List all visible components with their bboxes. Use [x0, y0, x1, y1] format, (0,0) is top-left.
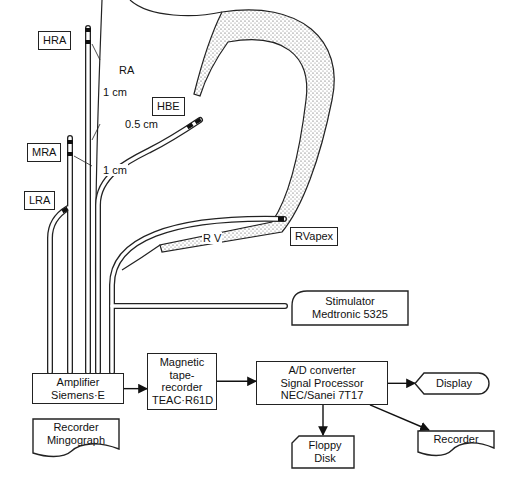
node-text: HRA — [43, 34, 66, 47]
display-symbol: Display — [414, 372, 490, 395]
amplifier-box: AmplifierSiemens·E — [32, 373, 124, 404]
electrode-label: HRA — [38, 31, 71, 50]
signal-arrow — [388, 383, 415, 384]
electrode-label: MRA — [27, 143, 61, 162]
catheters — [50, 28, 285, 372]
node-text: Recorder — [421, 433, 491, 446]
node-text: Amplifier — [37, 376, 119, 389]
electrode-label: HBE — [152, 97, 185, 116]
node-text: Medtronic 5325 — [297, 308, 403, 321]
electrode-label: RVapex — [290, 227, 338, 246]
dimension-label: 1 cm — [102, 164, 128, 176]
node-text: A/D converter — [261, 364, 383, 377]
chamber-label: R V — [202, 232, 222, 244]
processor-box: A/D converterSignal ProcessorNEC/Sanei 7… — [256, 361, 388, 405]
tape-recorder-box: Magnetic tape-recorderTEAC·R61D — [147, 353, 217, 410]
recorder-document: Recorder — [417, 430, 495, 456]
signal-arrow — [322, 405, 323, 435]
node-text: Recorder — [36, 421, 116, 434]
dimension-label: 1 cm — [102, 86, 128, 98]
signal-arrow — [217, 381, 256, 382]
node-text: Siemens·E — [37, 389, 119, 402]
chamber-label: RA — [118, 64, 135, 76]
node-text: Magnetic tape-recorder — [152, 356, 212, 394]
node-text: MRA — [32, 146, 56, 159]
signal-arrow — [124, 388, 147, 389]
node-text: RVapex — [295, 230, 333, 243]
atrial-wall — [130, 0, 222, 16]
floppy-symbol: Floppy Disk — [291, 435, 355, 468]
dimension-lines — [74, 44, 100, 166]
signal-arrow — [370, 405, 429, 430]
node-text: Mingograph — [36, 434, 116, 447]
node-text: HBE — [157, 100, 180, 113]
node-text: TEAC·R61D — [152, 394, 212, 407]
electrodes — [61, 28, 284, 221]
dimension-label: 0.5 cm — [124, 118, 159, 130]
node-text: LRA — [29, 194, 50, 207]
node-text: Stimulator — [297, 295, 403, 308]
node-text: Floppy Disk — [299, 439, 351, 464]
recorder-document: RecorderMingograph — [32, 418, 120, 456]
node-text: NEC/Sanei 7T17 — [261, 389, 383, 402]
node-text: Signal Processor — [261, 377, 383, 390]
stimulator-box: StimulatorMedtronic 5325 — [291, 290, 409, 325]
node-text: Display — [428, 377, 480, 390]
electrode-label: LRA — [24, 191, 55, 210]
